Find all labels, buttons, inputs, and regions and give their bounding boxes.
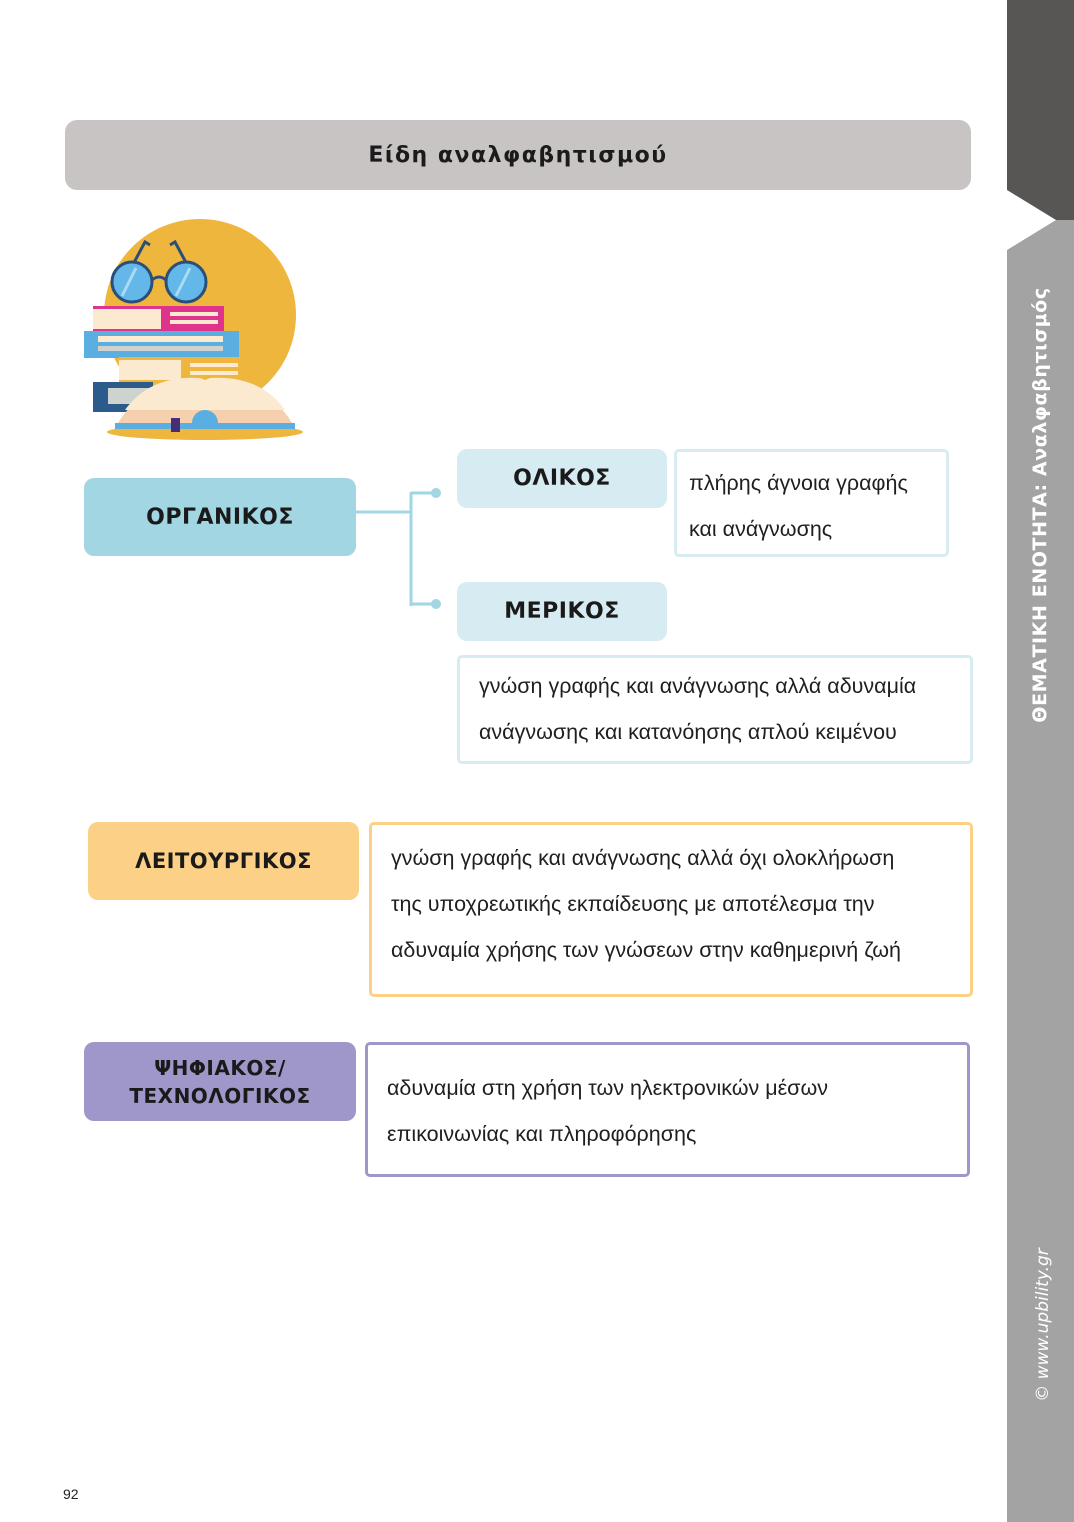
- description-psifiakos: αδυναμία στη χρήση των ηλεκτρονικών μέσω…: [365, 1042, 970, 1177]
- type-label-text: ΟΡΓΑΝΙΚΟΣ: [146, 504, 294, 530]
- page-title: Είδη αναλφαβητισμού: [368, 142, 668, 168]
- description-line: της υποχρεωτικής εκπαίδευσης με αποτέλεσ…: [391, 892, 875, 916]
- type-label-organikos: ΟΡΓΑΝΙΚΟΣ: [84, 478, 356, 556]
- description-line: γνώση γραφής και ανάγνωσης αλλά όχι ολοκ…: [391, 846, 895, 870]
- subtype-label-merikos: ΜΕΡΙΚΟΣ: [457, 582, 667, 641]
- description-line: και ανάγνωσης: [689, 517, 833, 541]
- type-label-line: ΤΕΧΝΟΛΟΓΙΚΟΣ: [129, 1083, 311, 1108]
- description-olikos: πλήρης άγνοια γραφής και ανάγνωσης: [674, 449, 949, 557]
- sidebar-band: [1007, 220, 1074, 1522]
- books-and-glasses-icon: [84, 219, 303, 440]
- description-leitourgikos: γνώση γραφής και ανάγνωσης αλλά όχι ολοκ…: [369, 822, 973, 997]
- section-title: ΘΕΜΑΤΙΚΗ ΕΝΟΤΗΤΑ: Αναλφαβητισμός: [1029, 287, 1051, 723]
- subtype-label-text: ΜΕΡΙΚΟΣ: [504, 599, 620, 624]
- page-number: 92: [63, 1486, 79, 1502]
- glasses-icon: [110, 239, 208, 304]
- description-line: γνώση γραφής και ανάγνωσης αλλά αδυναμία: [479, 674, 917, 698]
- description-line: πλήρης άγνοια γραφής: [689, 471, 908, 495]
- description-line: αδυναμία χρήσης των γνώσεων στην καθημερ…: [391, 938, 902, 962]
- type-label-psifiakos: ΨΗΦΙΑΚΟΣ/ ΤΕΧΝΟΛΟΓΙΚΟΣ: [84, 1042, 356, 1121]
- open-book-icon: [107, 377, 303, 440]
- description-line: αδυναμία στη χρήση των ηλεκτρονικών μέσω…: [387, 1076, 828, 1100]
- subtype-label-olikos: ΟΛΙΚΟΣ: [457, 449, 667, 508]
- type-label-text: ΛΕΙΤΟΥΡΓΙΚΟΣ: [135, 849, 312, 873]
- description-line: ανάγνωσης και κατανόησης απλού κειμένου: [479, 720, 897, 744]
- sidebar-top-block: [1007, 0, 1074, 220]
- description-line: επικοινωνίας και πληροφόρησης: [387, 1122, 697, 1146]
- connector-dot: [431, 488, 441, 498]
- copyright-notice: © www.upbility.gr: [1033, 1248, 1053, 1402]
- type-label-line: ΨΗΦΙΑΚΟΣ/: [154, 1055, 286, 1080]
- subtype-label-text: ΟΛΙΚΟΣ: [513, 466, 611, 491]
- description-merikos: γνώση γραφής και ανάγνωσης αλλά αδυναμία…: [457, 655, 973, 764]
- page-title-bar: Είδη αναλφαβητισμού: [65, 120, 971, 190]
- connector-dot: [431, 599, 441, 609]
- type-label-leitourgikos: ΛΕΙΤΟΥΡΓΙΚΟΣ: [88, 822, 359, 900]
- book-stack-icon: [84, 306, 244, 412]
